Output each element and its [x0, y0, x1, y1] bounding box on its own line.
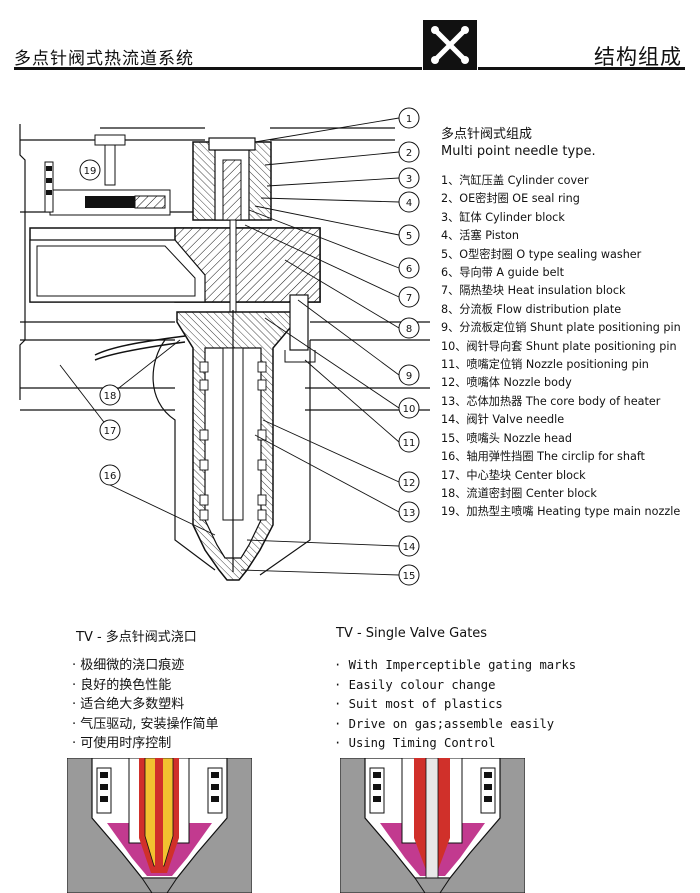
list-item: 6、导向带 A guide belt	[441, 266, 564, 280]
tv-cn-features: · 极细微的浇口痕迹 · 良好的换色性能 · 适合绝大多数塑料 · 气压驱动, …	[72, 656, 219, 754]
list-item: 13、芯体加热器 The core body of heater	[441, 394, 661, 408]
list-item: 17、中心垫块 Center block	[441, 468, 586, 482]
list-item: · Using Timing Control	[334, 736, 496, 750]
callout-11: 11	[403, 438, 416, 449]
parts-title-cn: 多点针阀式组成	[441, 127, 533, 142]
callout-6: 6	[406, 264, 412, 275]
list-item: · 良好的换色性能	[72, 677, 172, 693]
list-item: 1、汽缸压盖 Cylinder cover	[441, 174, 589, 187]
callout-18: 18	[104, 391, 117, 402]
parts-list: 1、汽缸压盖 Cylinder cover 2、OE密封圈 OE seal ri…	[441, 172, 681, 522]
tv-en-features: · With Imperceptible gating marks · Easi…	[334, 656, 576, 754]
list-item: 18、流道密封圈 Center block	[441, 486, 597, 500]
list-item: · With Imperceptible gating marks	[334, 658, 577, 672]
callout-1: 1	[406, 114, 412, 125]
list-item: · Suit most of plastics	[334, 697, 503, 711]
callout-3: 3	[406, 174, 412, 185]
list-item: 3、缸体 Cylinder block	[441, 210, 565, 224]
list-item: 10、阀针导向套 Shunt plate positioning pin	[441, 339, 677, 353]
list-item: · 气压驱动, 安装操作简单	[72, 716, 219, 732]
header-rule-right	[478, 67, 685, 70]
parts-title-en: Multi point needle type.	[441, 144, 596, 159]
callout-5: 5	[406, 231, 412, 242]
list-item: 15、喷嘴头 Nozzle head	[441, 431, 572, 445]
callout-16: 16	[104, 471, 117, 482]
callout-7: 7	[406, 293, 412, 304]
list-item: 7、隔热垫块 Heat insulation block	[441, 284, 626, 298]
callout-12: 12	[403, 478, 416, 489]
list-item: 9、分流板定位销 Shunt plate positioning pin	[441, 321, 681, 335]
page-title: 多点针阀式热流道系统	[14, 49, 194, 69]
callout-8: 8	[406, 324, 412, 335]
list-item: · 极细微的浇口痕迹	[72, 658, 185, 673]
list-item: 11、喷嘴定位销 Nozzle positioning pin	[441, 358, 649, 372]
callout-17: 17	[104, 426, 117, 437]
list-item: · 适合绝大多数塑料	[72, 697, 185, 712]
list-item: · Drive on gas;assemble easily	[334, 716, 555, 731]
list-item: 8、分流板 Flow distribution plate	[441, 302, 622, 316]
callout-9: 9	[406, 371, 412, 382]
callout-15: 15	[403, 571, 416, 582]
list-item: 19、加热型主喷嘴 Heating type main nozzle	[441, 505, 681, 519]
list-item: 12、喷嘴体 Nozzle body	[441, 376, 572, 390]
gate-open-illustration	[67, 758, 252, 893]
callout-4: 4	[406, 198, 412, 209]
callout-13: 13	[403, 508, 416, 519]
tv-en-title: TV - Single Valve Gates	[336, 626, 488, 641]
x-star-icon	[423, 20, 477, 70]
callout-2: 2	[406, 148, 412, 159]
section-heading: 结构组成	[594, 45, 682, 69]
list-item: · Easily colour change	[334, 677, 496, 692]
list-item: 5、O型密封圈 O type sealing washer	[441, 247, 642, 261]
callout-14: 14	[403, 542, 416, 553]
parts-section-title: 多点针阀式组成 Multi point needle type.	[441, 126, 596, 160]
nozzle-cross-section-drawing: 1 2 3 4 5 6 7 8 9 10 11 12 13 14 15 16 1…	[19, 107, 430, 586]
list-item: 4、活塞 Piston	[441, 229, 519, 243]
header-rule-left	[14, 67, 422, 70]
gate-closed-illustration	[340, 758, 525, 893]
callout-19: 19	[84, 166, 97, 177]
callout-10: 10	[403, 404, 416, 415]
list-item: 14、阀针 Valve needle	[441, 413, 565, 427]
list-item: 2、OE密封圈 OE seal ring	[441, 192, 580, 206]
list-item: 16、轴用弹性挡圈 The circlip for shaft	[441, 450, 645, 464]
list-item: · 可使用时序控制	[72, 736, 172, 751]
tv-cn-title: TV - 多点针阀式浇口	[76, 630, 197, 645]
